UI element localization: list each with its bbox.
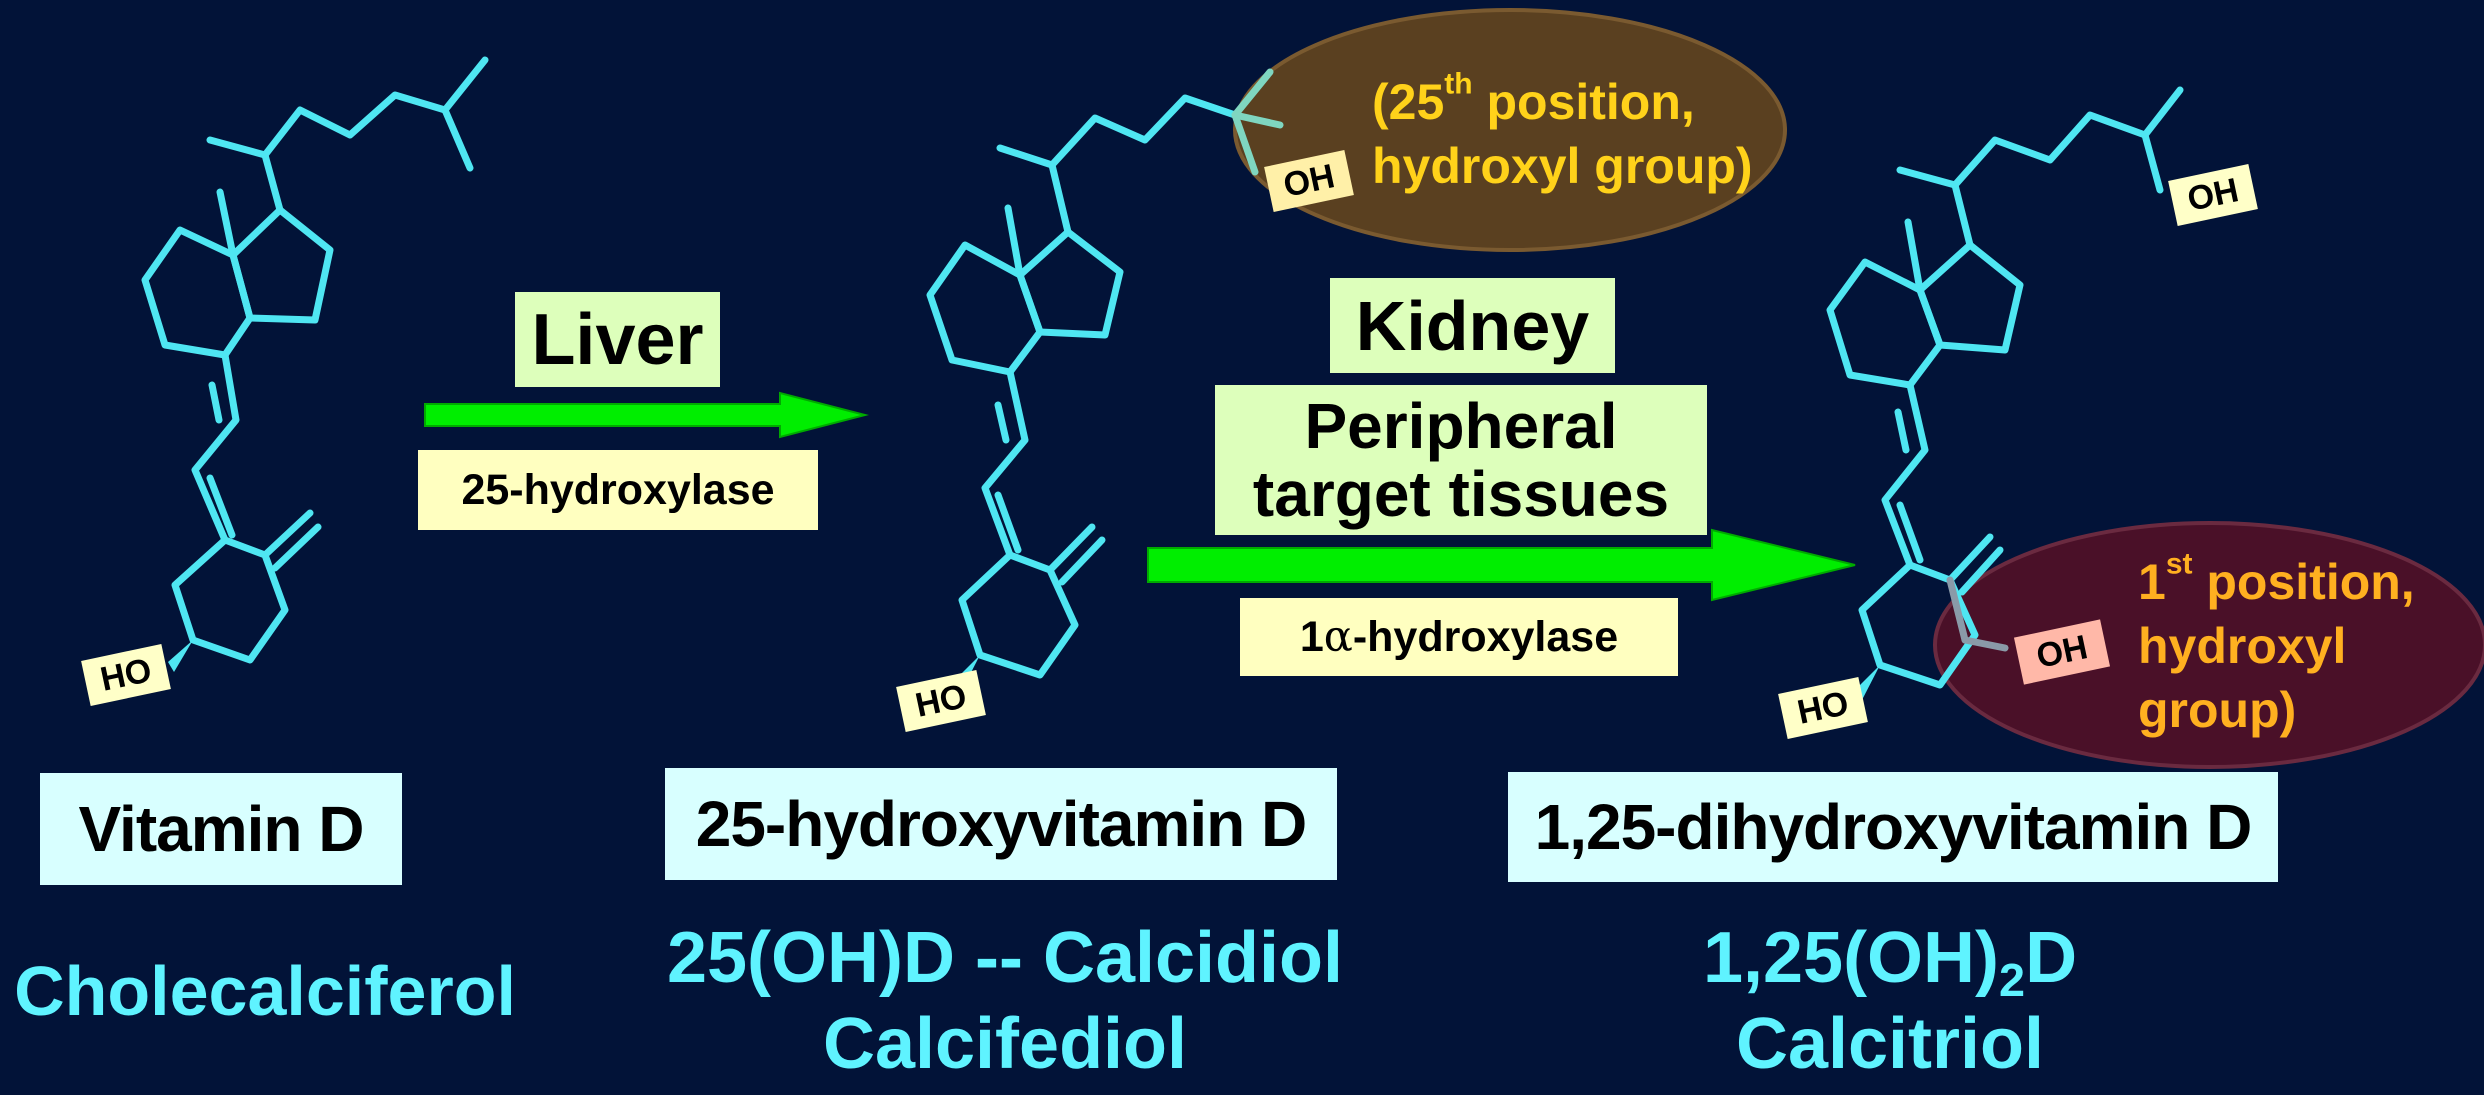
alt-name-calcitriol-line2: Calcitriol	[1735, 1004, 2045, 1084]
note-1-line3: group)	[2138, 682, 2297, 738]
note-25-pre: (25	[1372, 74, 1445, 130]
arrow-kidney	[1147, 528, 1856, 602]
arrow-liver	[424, 391, 869, 439]
note-25-line2: hydroxyl group)	[1372, 138, 1753, 194]
alt-name-cholecalciferol: Cholecalciferol	[14, 952, 516, 1030]
note-1-line2: hydroxyl	[2138, 618, 2347, 674]
note-1-position: 1st position, hydroxyl group)	[2138, 547, 2478, 742]
molecule-3-c1-branch	[1946, 576, 2009, 652]
note-1-sup: st	[2165, 547, 2193, 581]
name-box-25-hydroxyvitamin-d: 25-hydroxyvitamin D	[665, 768, 1337, 880]
alt-name-calcidiol-line2: Calcifediol	[822, 1004, 1188, 1084]
note-25-position: (25th position, hydroxyl group)	[1372, 67, 1792, 198]
liver-label: Liver	[515, 292, 720, 387]
note-1-post: position,	[2192, 554, 2415, 610]
peripheral-tissues-label: Peripheral target tissues	[1215, 385, 1707, 535]
note-1-pre: 1	[2138, 554, 2166, 610]
peripheral-line1: Peripheral	[1304, 390, 1618, 462]
kidney-label: Kidney	[1330, 278, 1615, 373]
enzyme-1alpha-suffix: -hydroxylase	[1352, 612, 1619, 661]
note-25-sup: th	[1444, 67, 1473, 101]
note-1-ellipse	[1933, 521, 2484, 769]
peripheral-line2: target tissues	[1252, 458, 1670, 530]
name-box-1-25-dihydroxyvitamin-d: 1,25-dihydroxyvitamin D	[1508, 772, 2278, 882]
alt-name-calcitriol: 1,25(OH)2D Calcitriol	[1580, 915, 2200, 1087]
molecule-2-c25-branch	[1231, 68, 1284, 176]
note-25-post: position,	[1472, 74, 1695, 130]
name-box-vitamin-d: Vitamin D	[40, 773, 402, 885]
alt-name-calcidiol-line1: 25(OH)D -- Calcidiol	[666, 918, 1344, 998]
enzyme-1alpha-prefix: 1	[1299, 612, 1324, 661]
molecule-vitamin-d	[141, 56, 489, 672]
note-25-ellipse	[1233, 8, 1787, 252]
enzyme-25-hydroxylase: 25-hydroxylase	[418, 450, 818, 530]
alt-name-calcidiol: 25(OH)D -- Calcidiol Calcifediol	[620, 915, 1390, 1087]
alt-name-calcitriol-line1: 1,25(OH)2D	[1702, 918, 2078, 1007]
molecule-25-hydroxyvitamin-d	[926, 94, 1239, 690]
enzyme-1alpha-greek: α	[1323, 612, 1353, 662]
